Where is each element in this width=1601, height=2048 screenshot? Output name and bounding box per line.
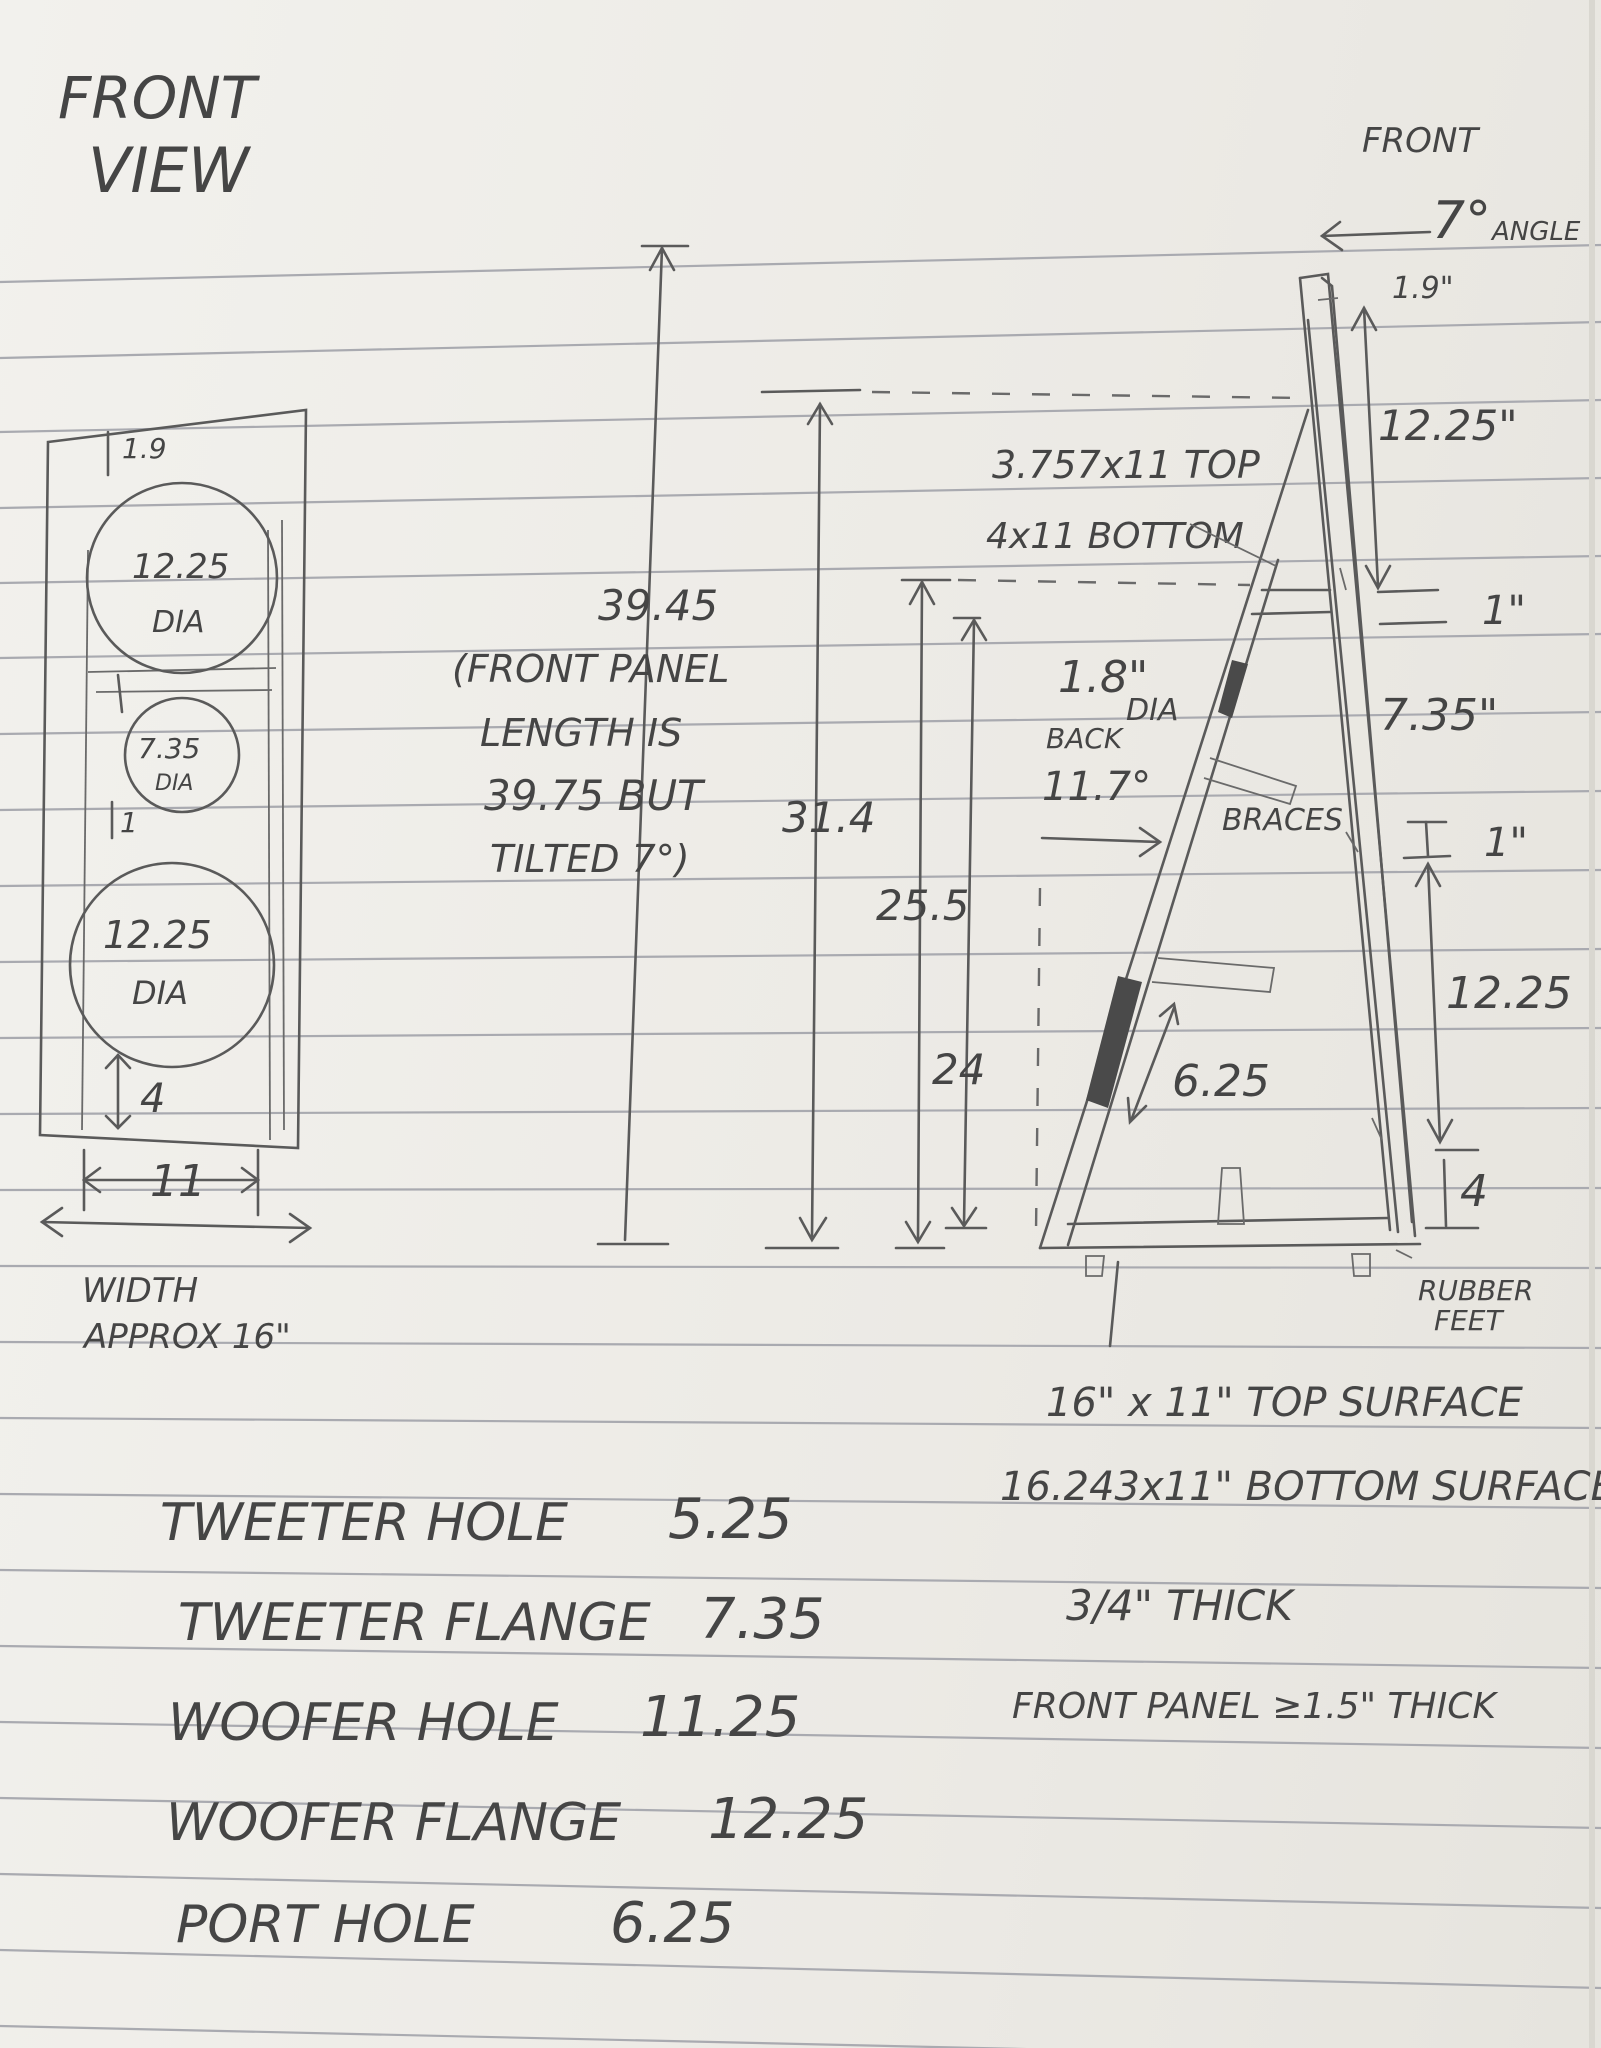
port-length-arrow [1130,1006,1176,1120]
height-24: 24 [932,1045,985,1094]
side-gap-1: 1" [1482,588,1526,634]
front-direction-arrowhead [1319,220,1344,252]
side-top-gap: 1.9" [1392,271,1454,306]
part-value: 5.25 [668,1487,793,1552]
woofer-top-circle [85,481,279,675]
side-tweeter: 7.35" [1380,690,1498,741]
thickness: 3/4" THICK [1066,1581,1296,1630]
width-line-1: WIDTH [82,1271,198,1311]
part-name: WOOFER HOLE [168,1693,559,1753]
feet-label-2: FEET [1434,1304,1504,1337]
back-angle-arrowhead [1138,826,1163,858]
baffle-divider-1 [87,667,277,673]
front-view-title-2: VIEW [88,134,252,207]
front-top-gap: 1.9 [122,432,167,465]
woofer-bottom-circle [68,861,276,1069]
height-note-1: (FRONT PANEL [452,647,729,691]
tweeter-label: 7.35 [138,732,200,765]
bottom-surface: 16.243x11" BOTTOM SURFACE [1000,1464,1601,1510]
part-value: 7.35 [700,1587,825,1652]
gap2-dim-line [1424,820,1430,858]
front-view-cabinet [38,408,308,1150]
port-lower-hatch [1086,976,1142,1108]
cabinet-inner-right [267,529,271,1141]
inner-width-arrowheads [81,1166,261,1194]
ruled-lines [0,243,1601,2048]
back-angle: 11.7° [1042,764,1151,810]
woofer-top-dim-line [1362,306,1380,588]
width-line-2: APPROX 16" [82,1317,291,1357]
side-angle-word: ANGLE [1490,217,1581,247]
height-25-5: 25.5 [876,881,970,930]
side-gap-2: 1" [1484,820,1528,866]
height-31-4: 31.4 [782,793,876,842]
side-bottom-gap: 4 [1460,1166,1488,1217]
back-label: BACK [1046,722,1125,755]
braces-label: BRACES [1222,803,1343,838]
part-value: 11.25 [640,1685,800,1750]
baffle-divider-2 [95,689,273,693]
side-front-label: FRONT [1362,121,1480,161]
side-angle: 7° [1432,191,1491,251]
side-woofer-bottom: 12.25 [1446,968,1572,1019]
top-dims-1: 3.757x11 TOP [992,443,1260,487]
height-note-3: 39.75 BUT [484,771,706,820]
feet-leader [1395,1249,1413,1259]
feet-label-1: RUBBER [1418,1274,1534,1307]
overall-height: 39.45 [598,581,718,630]
front-bottom-gap: 4 [140,1076,165,1122]
back-angle-arrow [1040,836,1162,844]
woofer-top-label: 12.25 [132,547,229,587]
woofer-bottom-label: 12.25 [103,913,212,957]
woofer-top-dim-arrowheads [1350,305,1392,591]
side-view-cabinet [1034,272,1422,1348]
port-dia: 1.8" [1058,652,1148,703]
port-length: 6.25 [1172,1056,1270,1107]
woofer-bottom-dim-arrowheads [1414,861,1454,1145]
part-name: TWEETER HOLE [160,1493,568,1553]
top-dims-2: 4x11 BOTTOM [986,516,1244,557]
front-gap-mid: 1 [120,806,138,839]
gap1-tick-bottom [1378,620,1448,626]
part-name: PORT HOLE [176,1895,475,1955]
front-direction-arrow [1320,230,1432,238]
front-inner-width: 11 [150,1156,206,1207]
cabinet-side-trim [281,519,285,1131]
gap-arrow-1 [116,673,124,714]
overall-width-arrowheads [39,1206,313,1244]
cabinet-outline [38,408,308,1150]
gap1-tick-top [1376,588,1440,594]
tweeter-circle [123,696,241,814]
bottom-gap-dim-line [1442,1158,1448,1228]
part-name: TWEETER FLANGE [178,1593,651,1653]
part-value: 12.25 [708,1787,868,1852]
bottom-gap-arrowheads [104,1053,132,1130]
port-upper-hatch [1218,660,1248,718]
tweeter-unit: DIA [155,771,193,796]
top-surface: 16" x 11" TOP SURFACE [1046,1380,1524,1426]
front-view-title-1: FRONT [58,64,261,132]
parts-list: TWEETER HOLE 5.25 TWEETER FLANGE 7.35 WO… [160,1487,868,1956]
part-value: 6.25 [610,1891,735,1956]
woofer-bottom-dim-line [1426,862,1442,1142]
gap2-tick-bottom [1402,854,1452,860]
cabinet-inner-left [81,549,89,1131]
height-note-2: LENGTH IS [480,711,682,755]
part-name: WOOFER FLANGE [166,1793,621,1853]
height-note-4: TILTED 7°) [490,837,690,881]
port-length-arrowheads [1126,1001,1180,1125]
port-dia-unit: DIA [1126,693,1178,728]
front-panel-thickness: FRONT PANEL ≥1.5" THICK [1012,1686,1498,1727]
woofer-top-unit: DIA [152,605,204,640]
overall-width-arrow [40,1220,312,1230]
side-woofer-top: 12.25" [1378,401,1518,450]
woofer-bottom-unit: DIA [132,974,188,1012]
height-dimensions [596,244,1301,1250]
top-dims-leader [1189,523,1277,567]
